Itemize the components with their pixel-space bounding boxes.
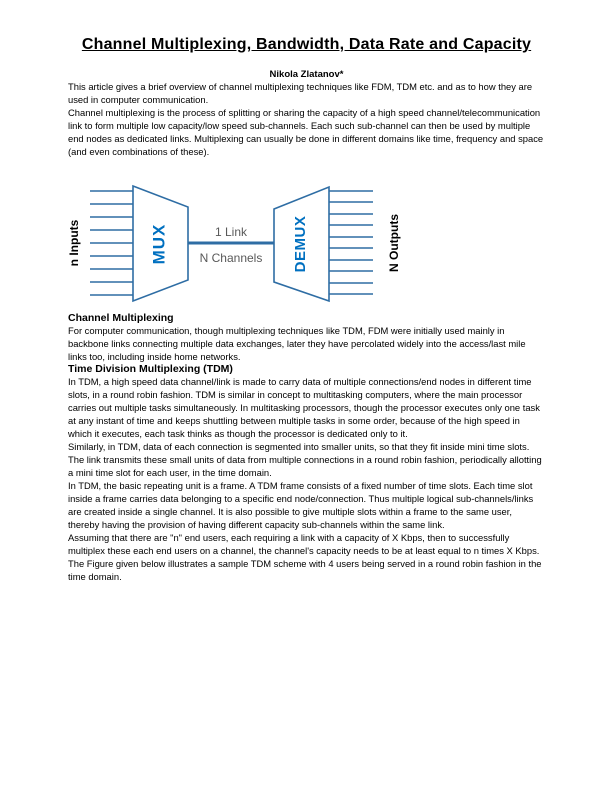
link-label: 1 Link	[215, 225, 248, 239]
tdm-paragraph-5: The Figure given below illustrates a sam…	[68, 558, 542, 582]
tdm-paragraph-4: Assuming that there are "n" end users, e…	[68, 532, 540, 556]
channel-multiplexing-paragraph: For computer communication, though multi…	[68, 325, 526, 362]
inputs-label: n Inputs	[67, 219, 81, 266]
section-heading-channel-multiplexing: Channel Multiplexing	[68, 312, 174, 324]
section-heading-tdm: Time Division Multiplexing (TDM)	[68, 363, 233, 375]
article-content: Channel Multiplexing, Bandwidth, Data Ra…	[67, 36, 545, 583]
page-title: Channel Multiplexing, Bandwidth, Data Ra…	[81, 36, 532, 53]
output-lines	[329, 190, 373, 295]
tdm-paragraph-3: In TDM, the basic repeating unit is a fr…	[68, 480, 534, 530]
mux-block	[132, 184, 189, 303]
outputs-label: N Outputs	[387, 214, 401, 272]
demux-label: DEMUX	[292, 216, 309, 273]
author-line: Nikola Zlatanov*	[269, 69, 344, 80]
mux-demux-diagram: n Inputs MUX 1 Link N Channels DEMUX N O…	[55, 172, 435, 312]
channels-label: N Channels	[200, 251, 263, 265]
demux-block	[273, 185, 330, 303]
tdm-paragraph-2: Similarly, in TDM, data of each connecti…	[68, 441, 542, 478]
tdm-paragraph-1: In TDM, a high speed data channel/link i…	[68, 376, 540, 439]
intro-paragraph-2: Channel multiplexing is the process of s…	[68, 107, 544, 157]
input-lines	[90, 190, 133, 296]
mux-demux-figure: n Inputs MUX 1 Link N Channels DEMUX N O…	[67, 184, 401, 303]
mux-label: MUX	[149, 224, 168, 265]
intro-paragraph-1: This article gives a brief overview of c…	[68, 81, 533, 105]
